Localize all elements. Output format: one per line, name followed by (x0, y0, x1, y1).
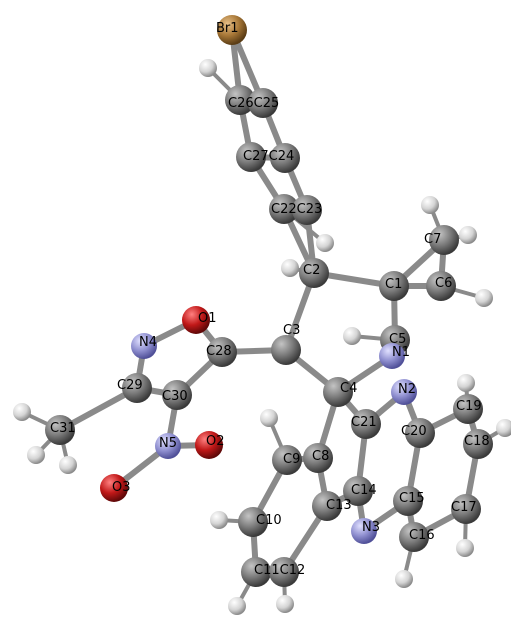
atom-h18 (496, 419, 511, 437)
atom-n3 (351, 518, 377, 544)
atom-c30 (162, 380, 192, 410)
atom-c29 (122, 373, 152, 403)
atom-c18 (463, 429, 493, 459)
atom-c4 (323, 377, 353, 407)
atom-h31c (59, 456, 77, 474)
atom-n2 (391, 379, 417, 405)
atom-c3 (271, 335, 301, 365)
atom-c15 (393, 486, 423, 516)
label-o1: O1 (198, 311, 217, 326)
label-c21: C21 (351, 415, 377, 430)
atom-h17 (456, 539, 474, 557)
atom-n1 (379, 343, 405, 369)
label-c7: C7 (424, 232, 441, 247)
label-c15: C15 (399, 491, 425, 506)
label-c6: C6 (435, 276, 452, 291)
label-c2: C2 (303, 263, 320, 278)
atom-c26 (225, 85, 255, 115)
atom-h11 (228, 597, 246, 615)
atom-c6 (426, 271, 456, 301)
atom-h31b (27, 446, 45, 464)
atom-h6 (475, 289, 493, 307)
label-o3: O3 (112, 480, 131, 495)
label-n4: N4 (139, 335, 157, 350)
atom-c16 (399, 522, 429, 552)
atom-c14 (343, 476, 373, 506)
label-c30: C30 (162, 389, 188, 404)
label-c10: C10 (256, 513, 282, 528)
label-c31: C31 (50, 421, 76, 436)
label-n5: N5 (159, 436, 177, 451)
label-c16: C16 (409, 528, 435, 543)
atom-c9 (272, 445, 302, 475)
atom-c8 (303, 443, 333, 473)
label-c1: C1 (385, 277, 402, 292)
atom-c1 (379, 271, 409, 301)
label-o2: O2 (206, 434, 225, 449)
atom-n4 (131, 333, 157, 359)
atoms-layer (13, 15, 511, 615)
atom-c24 (270, 143, 300, 173)
atom-h22 (316, 234, 334, 252)
atom-c11 (241, 557, 271, 587)
atom-c2 (299, 258, 329, 288)
label-c4: C4 (340, 381, 357, 396)
label-c14: C14 (351, 483, 377, 498)
label-c20: C20 (401, 424, 427, 439)
atom-h16 (395, 570, 413, 588)
atom-c13 (312, 491, 342, 521)
atom-c21 (351, 409, 381, 439)
atom-c12 (269, 557, 299, 587)
atom-c22 (269, 194, 299, 224)
atom-c25 (248, 88, 278, 118)
label-c13: C13 (326, 498, 352, 513)
atom-c31 (45, 415, 75, 445)
atom-h19 (457, 374, 475, 392)
label-c28: C28 (206, 344, 232, 359)
atom-c10 (238, 507, 268, 537)
label-c29: C29 (117, 378, 143, 393)
atom-h2 (281, 259, 299, 277)
label-n1: N1 (392, 345, 410, 360)
atom-o2 (195, 431, 223, 459)
label-c26-c25: C26C25 (228, 96, 279, 111)
label-c22-c23: C22C23 (271, 202, 322, 217)
atom-c19 (453, 394, 483, 424)
atom-c7 (429, 225, 459, 255)
label-c18: C18 (464, 434, 490, 449)
atom-h7a (421, 196, 439, 214)
atom-c23 (292, 195, 322, 225)
atom-c28 (207, 337, 237, 367)
atom-br1 (217, 15, 247, 45)
atom-n5 (155, 433, 181, 459)
atom-c17 (451, 494, 481, 524)
atom-h31a (13, 403, 31, 421)
atom-h7b (459, 226, 477, 244)
atom-h9 (260, 409, 278, 427)
atom-o1 (182, 306, 210, 334)
labels-layer: Br1 C26C25 C27C24 C22C23 C2 C7 C1 C6 O1 … (50, 21, 490, 578)
atom-o3 (100, 474, 128, 502)
label-c8: C8 (312, 449, 329, 464)
atom-h12 (276, 595, 294, 613)
atom-c27 (236, 142, 266, 172)
label-c19: C19 (456, 399, 482, 414)
label-n3: N3 (362, 520, 380, 535)
label-c27-c24: C27C24 (243, 149, 294, 164)
label-c3: C3 (283, 323, 300, 338)
label-br1: Br1 (216, 21, 239, 36)
atom-c20 (405, 418, 435, 448)
label-n2: N2 (398, 382, 416, 397)
label-c17: C17 (451, 500, 477, 515)
atom-h5 (343, 327, 361, 345)
atom-h26 (199, 59, 217, 77)
label-c9: C9 (283, 452, 300, 467)
label-c11-c12: C11C12 (254, 563, 305, 578)
label-c5: C5 (389, 332, 406, 347)
atom-h10 (210, 511, 228, 529)
